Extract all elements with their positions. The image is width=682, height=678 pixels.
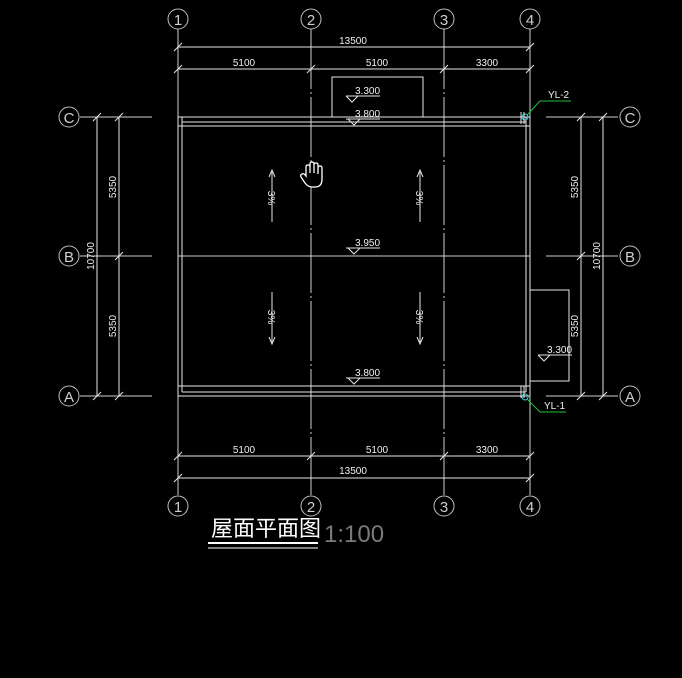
grid-bubble-A-right: A [625,389,635,406]
dim-top-total: 13500 [339,36,367,47]
downpipe-yl-1-label: YL-1 [544,401,566,412]
slope-label-4: 3% [413,310,424,325]
level-marker-canopy-top: 3.300 [345,86,380,103]
drawing-scale: 1:100 [324,521,384,548]
dim-bottom-seg-1: 5100 [233,445,256,456]
dim-left-total: 10700 [86,242,97,270]
dim-bottom-seg-3: 3300 [476,445,499,456]
grid-bubble-1-top: 1 [174,12,182,29]
grid-bubbles-bottom: 1 2 3 4 [167,495,541,517]
dim-top-seg-2: 5100 [366,58,389,69]
level-marker-eave-top: 3.800 [346,109,380,126]
grid-bubble-2-top: 2 [307,12,315,29]
level-marker-ridge: 3.950 [346,238,380,255]
grid-bubble-C-left: C [64,110,75,127]
grid-axes-horizontal [80,116,618,397]
slope-label-2: 3% [413,191,424,206]
dimension-top: 13500 5100 5100 3300 [173,36,535,74]
level-marker-canopy-right: 3.300 [537,345,572,362]
grid-bubble-C-right: C [625,110,636,127]
roof-outline [177,116,531,397]
dim-top-seg-1: 5100 [233,58,256,69]
grid-bubble-3-bottom: 3 [440,499,448,516]
grid-bubble-4-bottom: 4 [526,499,534,516]
grid-bubble-B-left: B [64,249,74,266]
dimension-right: 5350 5350 10700 [570,112,608,401]
level-canopy-top-text: 3.300 [355,86,380,97]
dim-right-total: 10700 [592,242,603,270]
dimension-left: 10700 5350 5350 [86,112,124,401]
hand-cursor-icon [300,161,323,188]
slope-label-1: 3% [265,191,276,206]
grid-bubble-B-right: B [625,249,635,266]
grid-bubbles-right: C B A [619,106,641,407]
dim-left-seg-2: 5350 [108,314,119,337]
dim-left-seg-1: 5350 [108,175,119,198]
drawing-title-block: 屋面平面图 1:100 [208,517,384,549]
canopy-right [530,289,570,382]
dim-bottom-seg-2: 5100 [366,445,389,456]
downpipe-yl-1: YL-1 [520,386,566,413]
grid-bubble-4-top: 4 [526,12,534,29]
level-eave-bottom-text: 3.800 [355,368,380,379]
grid-bubble-3-top: 3 [440,12,448,29]
dim-bottom-total: 13500 [339,466,367,477]
grid-bubbles-left: C B A [58,106,80,407]
dim-right-seg-2: 5350 [570,314,581,337]
grid-bubbles-top: 1 2 3 4 [167,8,541,30]
grid-bubble-1-bottom: 1 [174,499,182,516]
slope-arrows: 3% 3% 3% 3% [265,168,424,346]
downpipe-yl-2: YL-2 [520,90,571,124]
dim-top-seg-3: 3300 [476,58,499,69]
grid-axes-vertical [177,29,531,495]
drawing-title: 屋面平面图 [211,517,321,542]
level-ridge-text: 3.950 [355,238,380,249]
grid-bubble-2-bottom: 2 [307,499,315,516]
level-marker-eave-bottom: 3.800 [346,368,380,385]
grid-bubble-A-left: A [64,389,74,406]
canopy-top [331,76,424,117]
level-eave-top-text: 3.800 [355,109,380,120]
downpipe-yl-2-label: YL-2 [548,90,570,101]
dim-right-seg-1: 5350 [570,175,581,198]
dimension-bottom: 5100 5100 3300 13500 [173,445,535,483]
slope-label-3: 3% [265,310,276,325]
level-canopy-right-text: 3.300 [547,345,572,356]
